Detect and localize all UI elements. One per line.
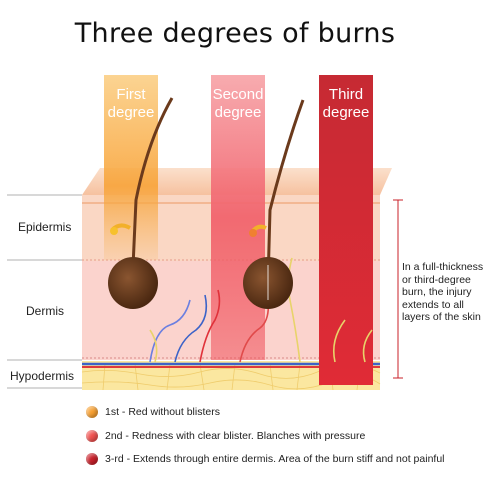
dermis-label: Dermis (26, 304, 64, 318)
circle-icon (86, 453, 98, 465)
second-degree-label: Second degree (212, 86, 264, 121)
first-degree-label: First degree (107, 86, 155, 121)
diagram-title: Three degrees of burns (74, 18, 396, 49)
third-degree-column (319, 75, 373, 385)
second-degree-column (211, 75, 265, 360)
circle-icon (86, 406, 98, 418)
legend-item-first: 1st - Red without blisters (86, 404, 220, 420)
full-thickness-bracket (393, 199, 403, 379)
full-thickness-note: In a full-thickness or third-degree burn… (402, 261, 484, 323)
legend-item-second: 2nd - Redness with clear blister. Blanch… (86, 428, 365, 444)
epidermis-label: Epidermis (18, 220, 72, 234)
hair-follicle-icon (108, 97, 174, 309)
third-degree-label: Third degree (322, 86, 370, 121)
hypodermis-label: Hypodermis (10, 369, 75, 383)
hair-follicle-icon (243, 99, 305, 309)
legend-item-third: 3-rd - Extends through entire dermis. Ar… (86, 451, 445, 467)
circle-icon (86, 430, 98, 442)
